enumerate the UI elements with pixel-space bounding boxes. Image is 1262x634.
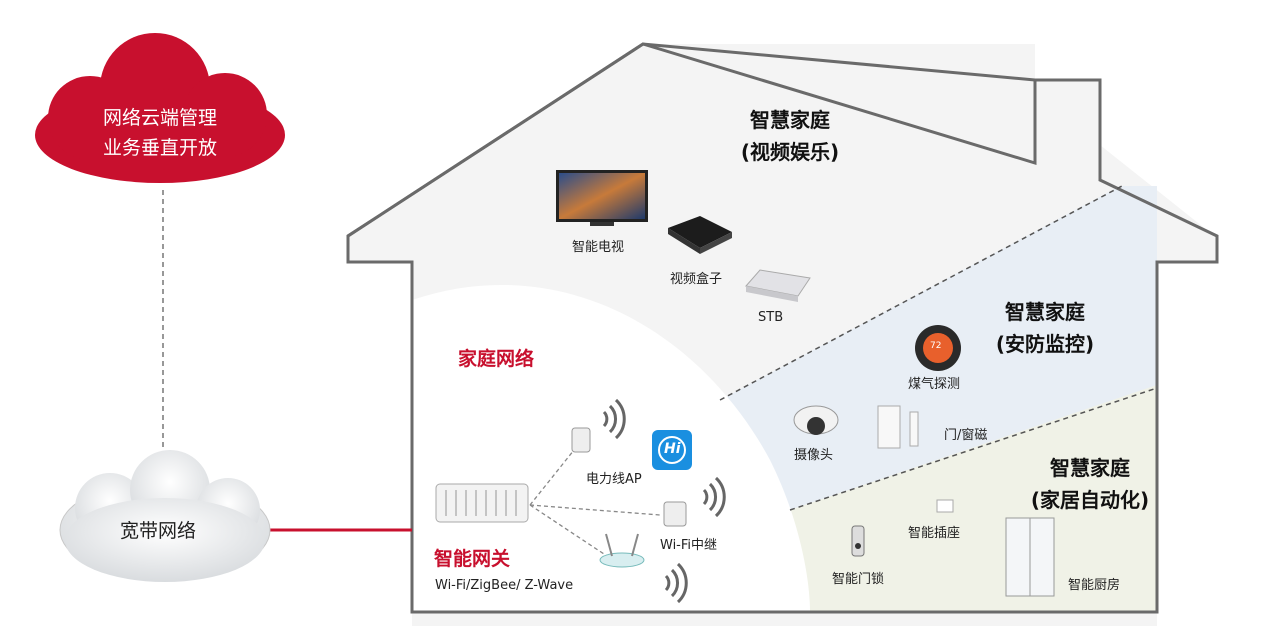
- hi-badge-text: Hi: [664, 441, 681, 457]
- lock-icon: [851, 525, 865, 557]
- broadband-label: 宽带网络: [120, 520, 197, 542]
- security-title: 智慧家庭 (安防监控): [965, 296, 1125, 360]
- house-roof-outline: [346, 42, 1219, 614]
- hi-app-icon: [652, 430, 692, 470]
- door-sensor-icon: [877, 405, 919, 449]
- security-title-2: (安防监控): [995, 332, 1095, 356]
- video-box-icon: [668, 216, 732, 254]
- video-box-label: 视频盒子: [670, 272, 723, 287]
- wifi-repeater-label: Wi-Fi中继: [660, 538, 718, 553]
- plc-ap-icon: [571, 427, 591, 453]
- camera-icon: [793, 405, 839, 435]
- smart-tv-label: 智能电视: [572, 240, 625, 255]
- fridge-icon: [1005, 517, 1055, 597]
- smart-tv-icon: [556, 170, 648, 226]
- wifi-signal-icon: [702, 476, 726, 518]
- wifi-signal-icon: [602, 398, 626, 440]
- broadband-cloud-shape: [59, 450, 271, 582]
- automation-title-2: (家居自动化): [1030, 488, 1150, 512]
- zone-divider-upper: [719, 185, 1123, 401]
- home-network-zone: [412, 284, 810, 612]
- door-sensor-label: 门/窗磁: [944, 428, 988, 443]
- entertainment-title: 智慧家庭 (视频娱乐): [700, 104, 880, 168]
- cloud-line-2: 业务垂直开放: [102, 137, 217, 159]
- gas-detector-icon: [915, 325, 961, 371]
- socket-icon: [936, 499, 954, 513]
- plc-ap-label: 电力线AP: [586, 472, 642, 487]
- router-icon: [599, 533, 645, 568]
- entertainment-title-1: 智慧家庭: [750, 108, 830, 132]
- home-network-title: 家庭网络: [458, 348, 535, 370]
- security-title-1: 智慧家庭: [1005, 300, 1085, 324]
- wifi-signal-icon: [664, 562, 688, 604]
- gateway-device-icon: [435, 483, 529, 523]
- automation-title-1: 智慧家庭: [1050, 456, 1130, 480]
- kitchen-label: 智能厨房: [1068, 578, 1121, 593]
- stb-icon: [745, 269, 811, 302]
- zone-divider-lower: [789, 387, 1158, 511]
- gas-detector-label: 煤气探测: [908, 377, 961, 392]
- cloud-management-shape: [35, 33, 285, 183]
- lock-label: 智能门锁: [832, 572, 885, 587]
- cloud-line-1: 网络云端管理: [102, 107, 217, 129]
- socket-label: 智能插座: [908, 526, 961, 541]
- automation-title: 智慧家庭 (家居自动化): [1010, 452, 1170, 516]
- gas-detector-value: 72: [930, 341, 942, 351]
- wifi-repeater-icon: [663, 501, 687, 527]
- gateway-title: 智能网关: [434, 548, 511, 570]
- camera-label: 摄像头: [794, 448, 834, 463]
- cloud-management-label: 网络云端管理 业务垂直开放: [60, 103, 260, 163]
- automation-zone: [790, 385, 1157, 612]
- entertainment-title-2: (视频娱乐): [740, 140, 840, 164]
- stb-label: STB: [758, 310, 784, 325]
- gateway-protocols: Wi-Fi/ZigBee/ Z-Wave: [435, 578, 574, 593]
